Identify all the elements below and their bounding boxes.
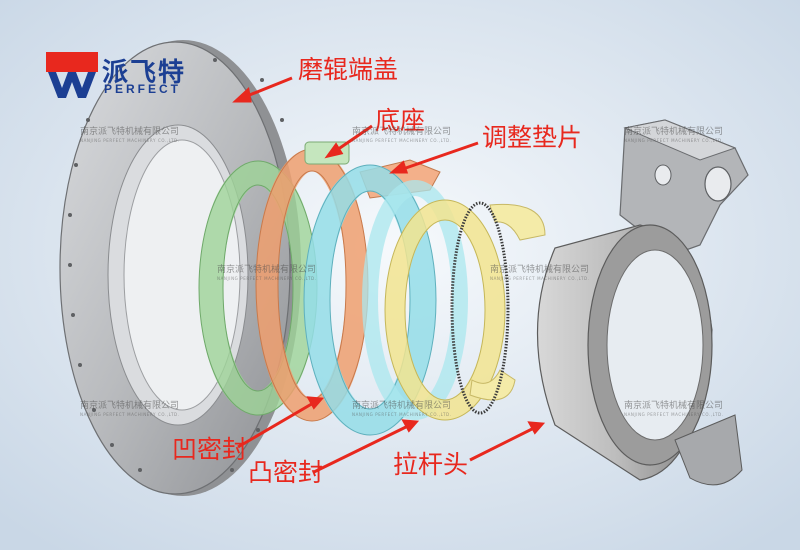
label-convex-seal: 凸密封 xyxy=(248,458,324,487)
annotation-arrows xyxy=(232,76,546,474)
label-shim: 调整垫片 xyxy=(482,123,583,152)
arrow-rod-head xyxy=(469,425,537,462)
arrow-convex-seal xyxy=(313,423,411,474)
label-rod-head: 拉杆头 xyxy=(393,450,469,479)
logo-name-cn: 派飞特 xyxy=(102,58,187,88)
label-end-cover: 磨辊端盖 xyxy=(298,55,399,84)
label-base: 底座 xyxy=(375,106,426,135)
arrow-concave-seal xyxy=(237,400,316,449)
rod-head-part xyxy=(536,119,749,486)
arrow-base xyxy=(333,124,373,154)
label-concave-seal: 凹密封 xyxy=(172,435,248,464)
retaining-ring-part xyxy=(450,201,510,415)
logo-name-en: PERFECT xyxy=(104,82,182,96)
yellow-seal-part xyxy=(384,199,546,421)
company-logo: 派飞特 PERFECT xyxy=(46,50,196,100)
logo-mark-icon xyxy=(46,52,98,98)
arrow-shim xyxy=(399,141,479,172)
convex-seal-part xyxy=(303,164,468,436)
